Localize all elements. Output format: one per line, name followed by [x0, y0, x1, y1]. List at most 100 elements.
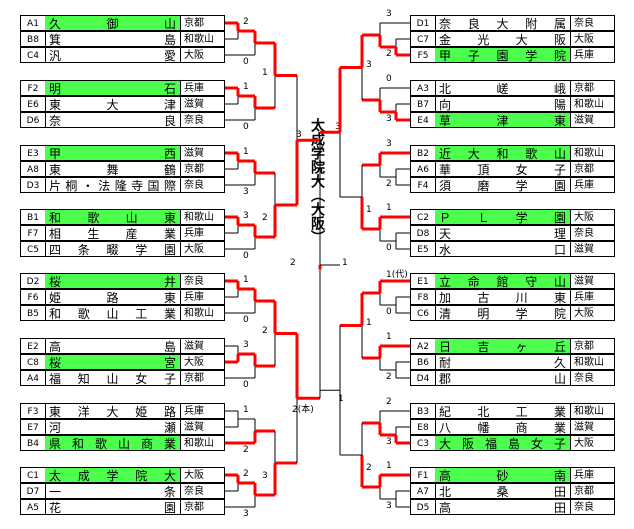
- score: 2: [290, 258, 296, 268]
- team-name: 桜井: [45, 274, 181, 289]
- team-name: 大阪福島女子: [435, 436, 571, 451]
- team-code: F4: [411, 178, 436, 192]
- team-prefecture: 大阪: [574, 438, 594, 449]
- team-name: 須磨学園: [435, 178, 571, 193]
- team-prefecture: 和歌山: [574, 357, 604, 368]
- team-prefecture: 京都: [574, 486, 594, 497]
- team-prefecture: 奈良: [574, 373, 594, 384]
- score: 3: [366, 59, 372, 70]
- team-prefecture: 京都: [574, 83, 594, 94]
- team-prefecture: 和歌山: [184, 34, 214, 45]
- score: 3: [243, 340, 249, 350]
- score: 1: [366, 205, 372, 215]
- team-prefecture: 奈良: [184, 276, 204, 287]
- team-name: 東洋大姫路: [45, 404, 181, 419]
- team-prefecture: 大阪: [184, 244, 204, 255]
- team-name: 北嵯峨: [435, 81, 571, 96]
- team-code: E6: [21, 97, 46, 111]
- team-prefecture: 京都: [184, 373, 204, 384]
- score: 3: [386, 139, 392, 149]
- team-prefecture: 奈良: [184, 486, 204, 497]
- team-name: 日吉ヶ丘: [435, 339, 571, 354]
- team-code: E2: [21, 339, 46, 353]
- team-name: ＰＬ学園: [435, 210, 571, 225]
- score: 0: [386, 243, 392, 253]
- score: 3: [243, 187, 249, 197]
- team-code: A7: [411, 484, 436, 498]
- team-name: 和歌山東: [45, 210, 181, 225]
- team-code: B6: [411, 355, 436, 369]
- score: 1: [243, 147, 249, 157]
- score: 1: [243, 82, 249, 92]
- score: 1: [342, 258, 348, 268]
- team-name: 立命館守山: [435, 274, 571, 289]
- team-prefecture: 滋賀: [574, 115, 594, 126]
- team-name: 箕島: [45, 32, 181, 47]
- team-prefecture: 和歌山: [184, 438, 214, 449]
- team-name: 水口: [435, 242, 571, 257]
- score: 2: [366, 463, 372, 473]
- score: 2: [386, 49, 392, 59]
- team-name: 甲子園学院: [435, 48, 571, 63]
- score: 1: [386, 203, 392, 213]
- team-name: 郡山: [435, 371, 571, 386]
- team-name: 加古川東: [435, 290, 571, 305]
- team-prefecture: 和歌山: [574, 99, 604, 110]
- champion-label: 太成学院大（大阪）: [309, 118, 325, 244]
- team-prefecture: 大阪: [184, 470, 204, 481]
- team-prefecture: 滋賀: [184, 148, 204, 159]
- team-prefecture: 大阪: [184, 50, 204, 61]
- team-code: F7: [21, 226, 46, 240]
- team-prefecture: 奈良: [184, 115, 204, 126]
- score: 3: [386, 114, 392, 124]
- team-code: E5: [411, 242, 436, 256]
- team-name: 高田: [435, 500, 571, 515]
- team-name: 汎愛: [45, 48, 181, 63]
- team-code: A3: [411, 81, 436, 95]
- team-prefecture: 大阪: [574, 212, 594, 223]
- team-name: 奈良: [45, 113, 181, 128]
- team-prefecture: 兵庫: [574, 470, 594, 481]
- score: 2: [243, 445, 249, 455]
- team-prefecture: 奈良: [574, 502, 594, 513]
- team-name: 明石: [45, 81, 181, 96]
- score: 3: [386, 501, 392, 511]
- score: 3: [296, 130, 302, 141]
- score: 3: [243, 211, 249, 221]
- team-code: C6: [411, 306, 436, 320]
- team-prefecture: 兵庫: [574, 50, 594, 61]
- team-prefecture: 和歌山: [574, 148, 604, 159]
- team-code: C5: [21, 242, 46, 256]
- team-name: 桜宮: [45, 355, 181, 370]
- score: 1(代): [386, 270, 408, 280]
- team-prefecture: 京都: [184, 502, 204, 513]
- team-code: B7: [411, 97, 436, 111]
- team-prefecture: 奈良: [574, 228, 594, 239]
- team-prefecture: 兵庫: [574, 292, 594, 303]
- score: 2: [386, 372, 392, 382]
- score: 0: [243, 251, 249, 261]
- team-code: D7: [21, 484, 46, 498]
- team-prefecture: 滋賀: [184, 341, 204, 352]
- team-prefecture: 大阪: [574, 34, 594, 45]
